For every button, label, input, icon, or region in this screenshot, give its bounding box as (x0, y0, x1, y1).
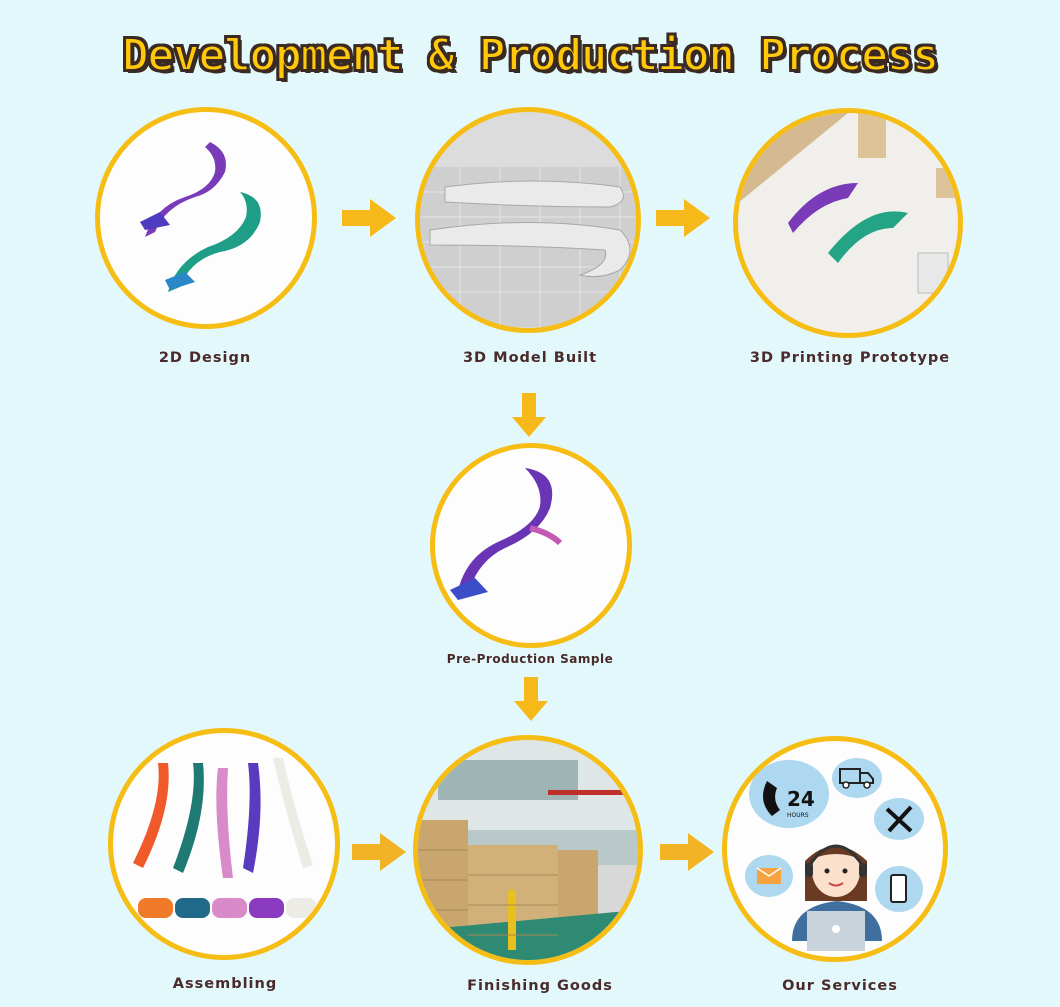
customer-service-agent (792, 844, 882, 951)
step-pre-production-image (430, 443, 632, 648)
arrow-right-icon (654, 198, 712, 238)
arrow-right-icon (658, 832, 716, 872)
arrow-right-icon (340, 198, 398, 238)
arrow-down-icon (511, 392, 547, 438)
step-pre-production-label: Pre-Production Sample (446, 652, 614, 666)
svg-text:HOURS: HOURS (787, 812, 809, 819)
step-finishing-image (413, 735, 643, 965)
step-3d-model-image (415, 107, 641, 333)
arrow-right-icon (350, 832, 408, 872)
step-services-label: Our Services (782, 978, 898, 994)
svg-text:24: 24 (787, 787, 815, 811)
step-services-image: 24 HOURS (722, 736, 948, 962)
page-title: Development & Production Process (121, 29, 940, 82)
step-3d-model-label: 3D Model Built (462, 350, 598, 366)
step-finishing-label: Finishing Goods (467, 978, 613, 994)
arrow-down-icon (513, 676, 549, 722)
step-3d-printing-image (733, 108, 963, 338)
step-2d-design-image (95, 107, 317, 329)
step-assembling-image (108, 728, 340, 960)
step-2d-design-label: 2D Design (158, 350, 252, 366)
step-assembling-label: Assembling (172, 976, 278, 992)
step-3d-printing-label: 3D Printing Prototype (749, 350, 951, 366)
